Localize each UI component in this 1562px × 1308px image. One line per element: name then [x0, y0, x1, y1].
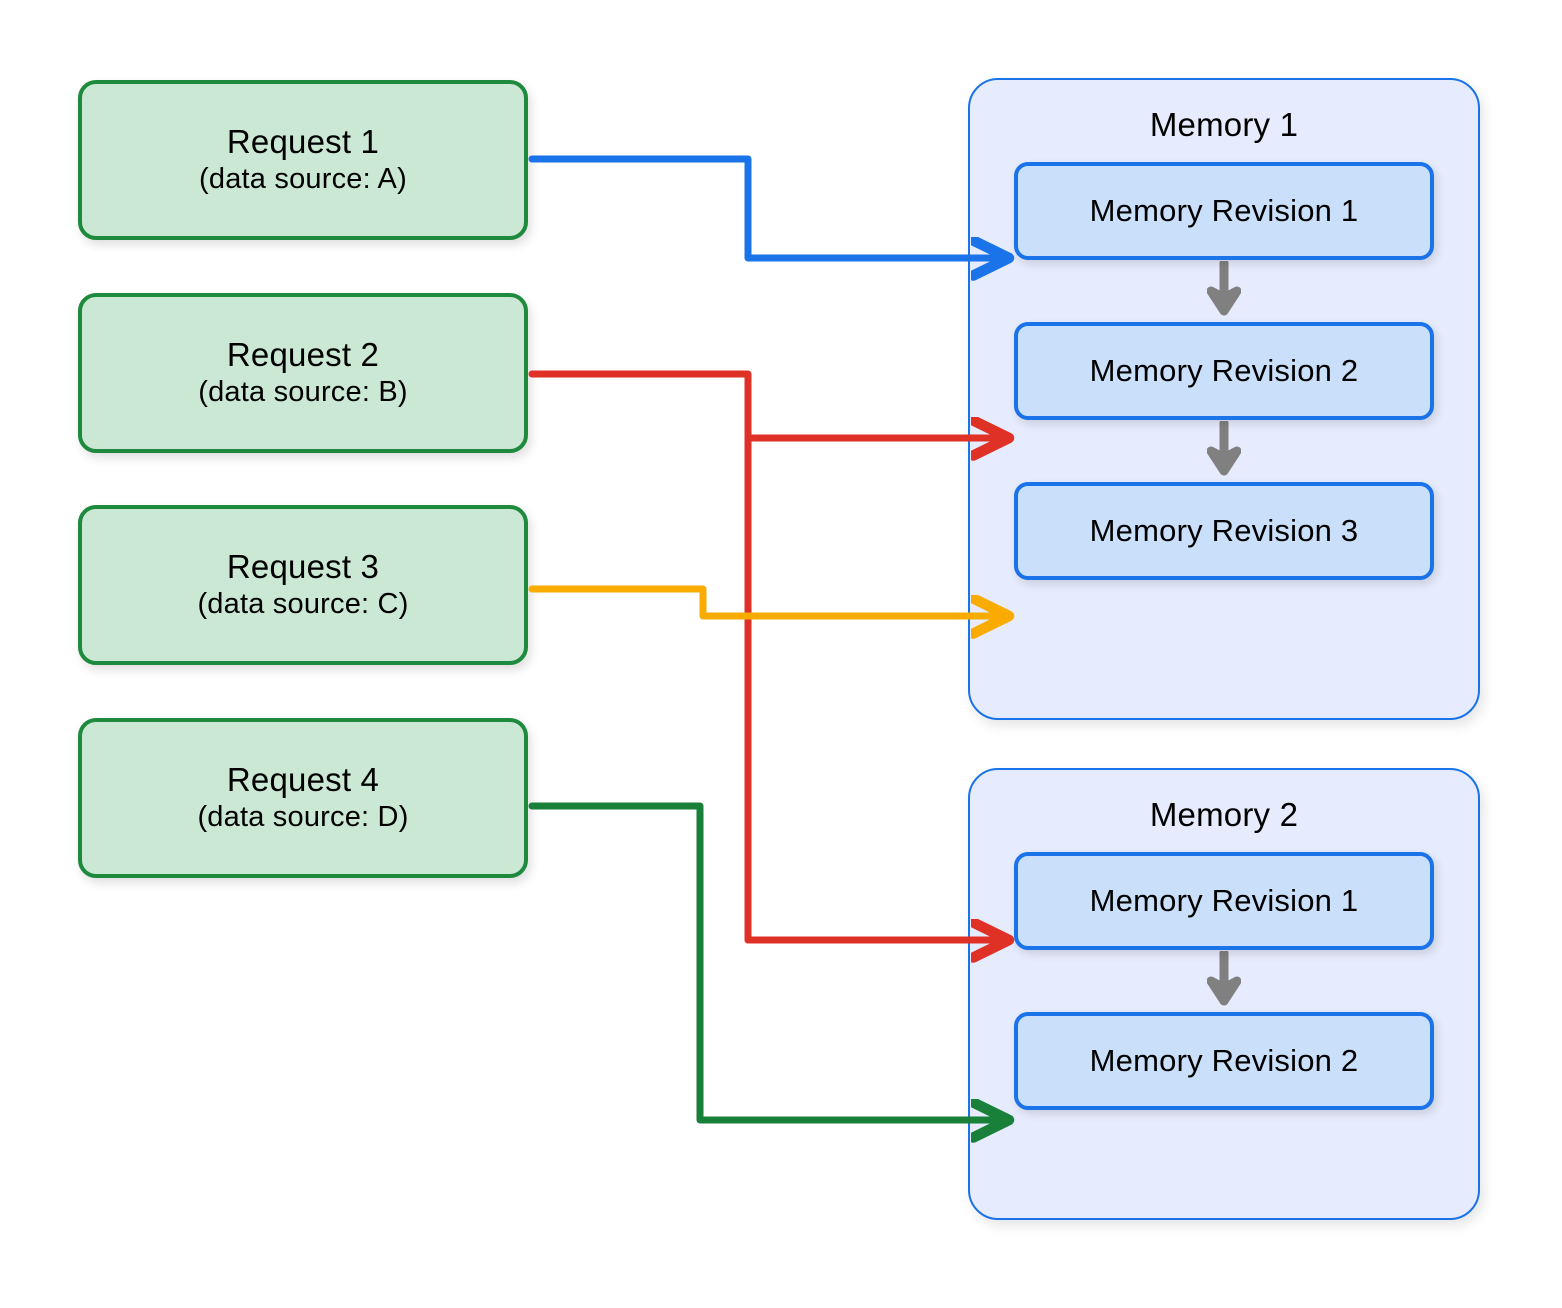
down-arrow-icon: [1206, 418, 1242, 482]
memory-1-revision-2[interactable]: Memory Revision 2: [1014, 322, 1434, 420]
revision-flow-gap: [970, 948, 1478, 1012]
memory-panel-title: Memory 2: [1149, 796, 1299, 833]
request-subtitle: (data source: C): [197, 588, 409, 621]
memory-panel-1[interactable]: Memory 1 Memory Revision 1 Memory Revisi…: [968, 78, 1480, 720]
revision-label: Memory Revision 3: [1089, 513, 1359, 548]
revision-label: Memory Revision 2: [1089, 353, 1359, 388]
memory-panel-title: Memory 1: [1149, 106, 1299, 143]
revision-label: Memory Revision 2: [1089, 1043, 1359, 1078]
revision-label: Memory Revision 1: [1089, 193, 1359, 228]
request-subtitle: (data source: A): [199, 163, 407, 196]
panel-padding: [970, 580, 1478, 618]
down-arrow-icon: [1206, 258, 1242, 322]
revision-flow-gap: [970, 258, 1478, 322]
request-subtitle: (data source: B): [198, 376, 408, 409]
request-title: Request 1: [226, 123, 380, 161]
revision-label: Memory Revision 1: [1089, 883, 1359, 918]
revision-flow-gap: [970, 418, 1478, 482]
memory-2-revision-1[interactable]: Memory Revision 1: [1014, 852, 1434, 950]
memory-1-revision-3[interactable]: Memory Revision 3: [1014, 482, 1434, 580]
memory-2-revision-2[interactable]: Memory Revision 2: [1014, 1012, 1434, 1110]
request-subtitle: (data source: D): [197, 801, 409, 834]
connector-request-1-to-memory-1-revision-1: [528, 155, 1002, 258]
request-box-1[interactable]: Request 1 (data source: A): [78, 80, 528, 240]
request-box-2[interactable]: Request 2 (data source: B): [78, 293, 528, 453]
memory-1-revision-1[interactable]: Memory Revision 1: [1014, 162, 1434, 260]
connector-request-4-to-memory-2-revision-2: [528, 802, 1002, 1120]
request-title: Request 3: [226, 548, 380, 586]
request-box-4[interactable]: Request 4 (data source: D): [78, 718, 528, 878]
memory-panel-2[interactable]: Memory 2 Memory Revision 1 Memory Revisi…: [968, 768, 1480, 1220]
connector-request-3-to-memory-1-revision-3: [528, 585, 1002, 616]
request-title: Request 2: [226, 336, 380, 374]
down-arrow-icon: [1206, 948, 1242, 1012]
request-box-3[interactable]: Request 3 (data source: C): [78, 505, 528, 665]
request-title: Request 4: [226, 761, 380, 799]
connector-request-2-trunk: [528, 370, 752, 944]
panel-padding: [970, 1110, 1478, 1148]
